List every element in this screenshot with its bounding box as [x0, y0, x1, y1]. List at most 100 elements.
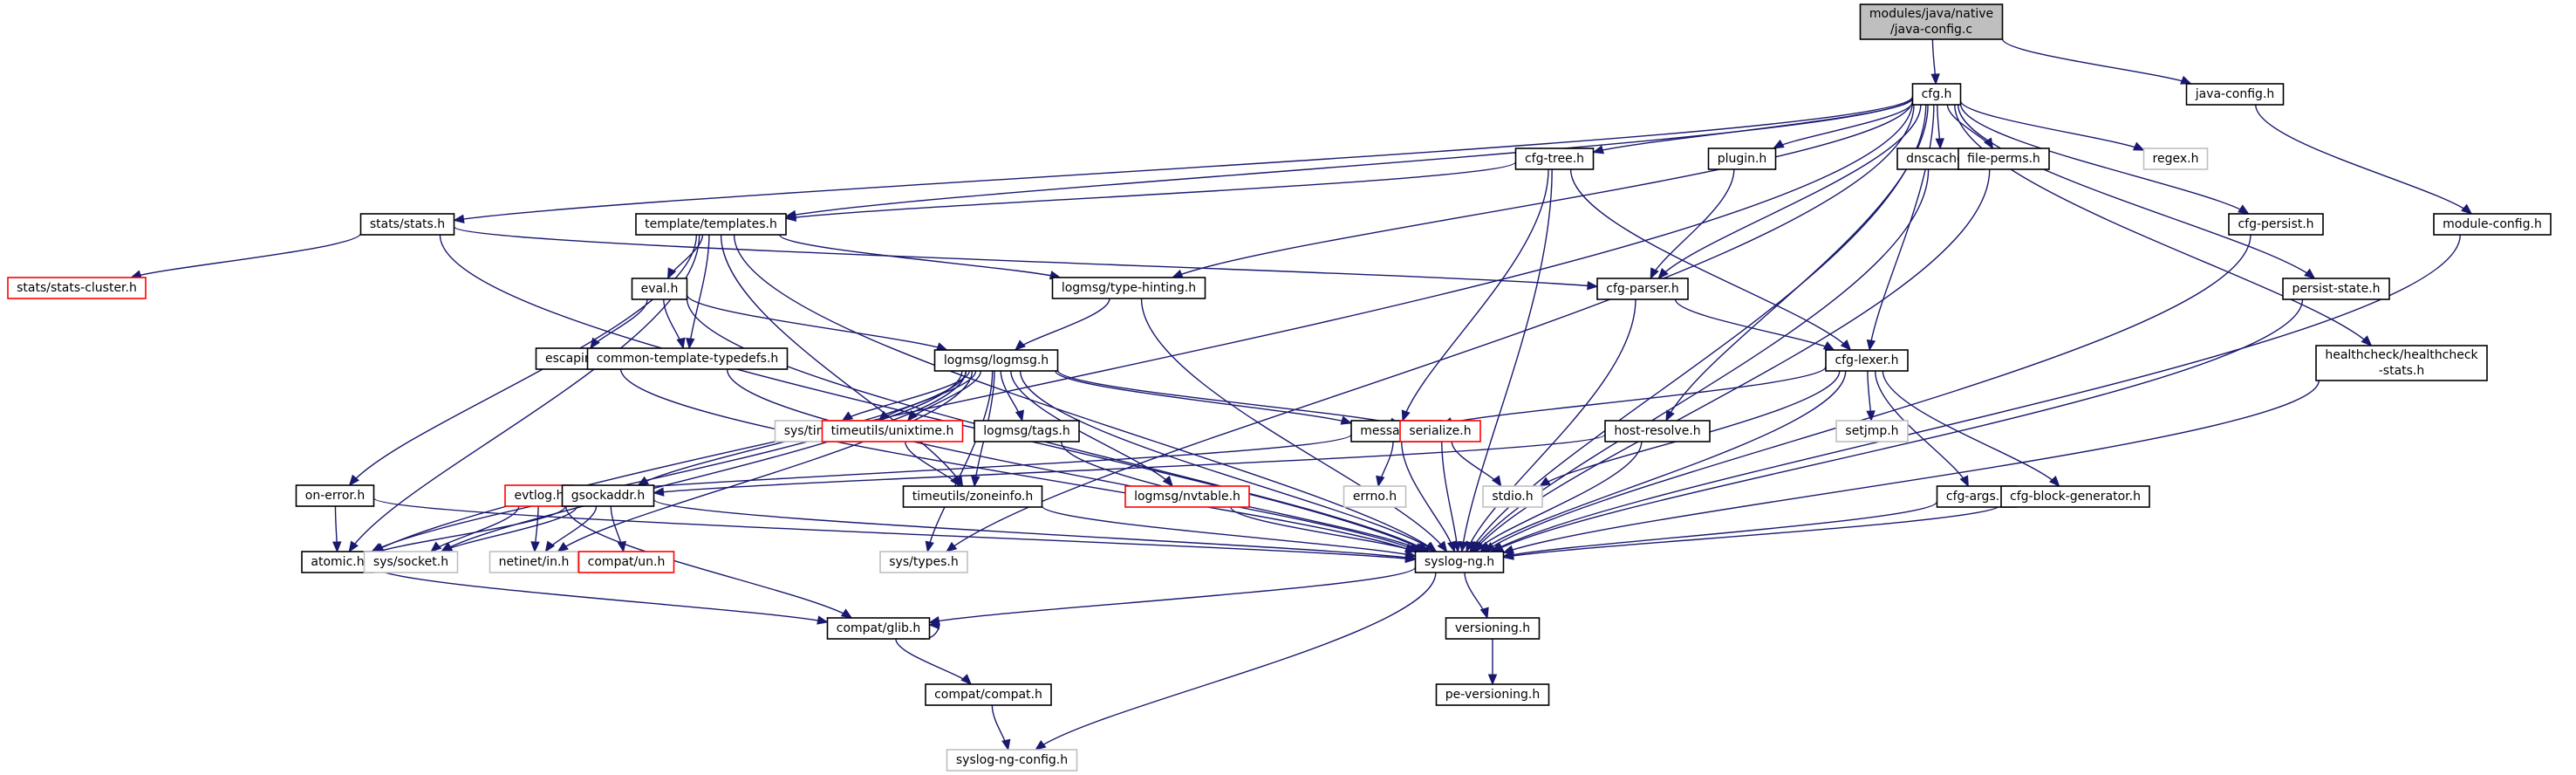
- arrowhead-icon: [1487, 674, 1498, 686]
- arrowhead-icon: [1866, 339, 1876, 352]
- node-box: [577, 551, 675, 573]
- node-glib[interactable]: compat/glib.h: [826, 617, 931, 640]
- node-label: common-template-typedefs.h: [597, 352, 779, 366]
- node-label: file-perms.h: [1967, 152, 2040, 166]
- node-box: [2282, 278, 2390, 300]
- node-box: [2000, 485, 2150, 508]
- edge-eval-to-logmsg: [686, 294, 948, 352]
- node-cfg[interactable]: cfg.h: [1911, 83, 1962, 106]
- edge-line: [1957, 104, 2315, 279]
- edge-cfg-to-atomic: [372, 101, 1914, 552]
- edge-logmsg-to-tags: [1000, 370, 1025, 422]
- node-unixtime[interactable]: timeutils/unixtime.h: [821, 420, 964, 442]
- edge-serialize-to-stdio: [1451, 441, 1502, 488]
- edge-line: [1593, 98, 1914, 154]
- edge-logmsg-to-nvtable: [1010, 370, 1174, 488]
- node-label: cfg-parser.h: [1606, 282, 1679, 296]
- edge-cfglexer-to-syslogng: [1479, 370, 1847, 552]
- node-serialize[interactable]: serialize.h: [1399, 420, 1481, 442]
- arrowhead-icon: [1650, 267, 1659, 280]
- arrowhead-icon: [841, 411, 854, 422]
- node-label: cfg-args.h: [1946, 490, 2007, 504]
- edge-line: [372, 101, 1914, 552]
- node-javacfg[interactable]: java-config.h: [2185, 83, 2285, 106]
- node-fileperms[interactable]: file-perms.h: [1958, 147, 2050, 170]
- node-versioning[interactable]: versioning.h: [1445, 617, 1541, 640]
- node-eval[interactable]: eval.h: [631, 278, 688, 300]
- node-cfglexer[interactable]: cfg-lexer.h: [1825, 349, 1909, 372]
- node-cfgblockgen[interactable]: cfg-block-generator.h: [2000, 485, 2150, 508]
- edge-line: [1056, 369, 1401, 426]
- node-box: [7, 277, 147, 299]
- node-label: compat/glib.h: [837, 621, 920, 635]
- node-logmsg[interactable]: logmsg/logmsg.h: [933, 349, 1059, 372]
- edge-line: [1882, 370, 2060, 487]
- node-box: [1514, 147, 1595, 170]
- node-box: [1707, 147, 1777, 170]
- node-ctt[interactable]: common-template-typedefs.h: [586, 347, 789, 370]
- node-compatun[interactable]: compat/un.h: [577, 551, 675, 573]
- node-box: [1604, 420, 1711, 442]
- edge-cfg-to-persiststate: [1957, 104, 2316, 279]
- edge-line: [1402, 168, 1549, 422]
- node-typehint[interactable]: logmsg/type-hinting.h: [1051, 277, 1206, 299]
- node-atomic[interactable]: atomic.h: [301, 551, 374, 573]
- edge-line: [720, 234, 964, 487]
- node-gsockaddr[interactable]: gsockaddr.h: [561, 484, 655, 507]
- edge-line: [1461, 168, 1553, 552]
- edge-templates-to-eval: [666, 234, 704, 280]
- node-cfgpersist[interactable]: cfg-persist.h: [2228, 213, 2324, 236]
- node-root[interactable]: modules/java/native/java-config.c: [1859, 3, 2004, 40]
- edge-line: [2255, 104, 2472, 215]
- edge-line: [1493, 298, 2304, 552]
- arrowhead-icon: [686, 338, 695, 350]
- node-persiststate[interactable]: persist-state.h: [2282, 278, 2390, 300]
- arrowhead-icon: [1822, 340, 1835, 351]
- edge-line: [454, 96, 1914, 222]
- node-templates[interactable]: template/templates.h: [635, 213, 787, 236]
- node-cfgtree[interactable]: cfg-tree.h: [1514, 147, 1595, 170]
- edge-line: [905, 441, 960, 487]
- edge-cfg-to-dnscache: [1935, 104, 1944, 150]
- arrowhead-icon: [1015, 409, 1025, 422]
- node-stats[interactable]: stats/stats.h: [359, 213, 455, 236]
- node-plugin[interactable]: plugin.h: [1707, 147, 1777, 170]
- node-statscluster[interactable]: stats/stats-cluster.h: [7, 277, 147, 299]
- node-label: logmsg/tags.h: [983, 424, 1069, 438]
- node-label: cfg-lexer.h: [1835, 353, 1898, 367]
- edge-cfglexer-to-setjmp: [1866, 370, 1876, 422]
- node-tags[interactable]: logmsg/tags.h: [974, 420, 1080, 442]
- arrowhead-icon: [1437, 540, 1448, 553]
- node-onerror[interactable]: on-error.h: [295, 484, 375, 507]
- node-box: [2185, 83, 2285, 106]
- edge-line: [1140, 298, 1448, 552]
- node-compat[interactable]: compat/compat.h: [925, 683, 1052, 706]
- arrowhead-icon: [817, 615, 829, 625]
- edge-line: [1230, 506, 1417, 552]
- node-label: setjmp.h: [1845, 424, 1898, 438]
- edge-serialize-to-syslogng: [1441, 441, 1462, 553]
- node-label: serialize.h: [1409, 424, 1471, 438]
- node-zoneinfo[interactable]: timeutils/zoneinfo.h: [902, 485, 1043, 508]
- edge-line: [895, 638, 972, 685]
- edge-cfg-to-systypes: [945, 104, 1915, 552]
- node-hostresolve[interactable]: host-resolve.h: [1604, 420, 1711, 442]
- node-modulecfg[interactable]: module-config.h: [2433, 213, 2552, 236]
- node-syslogng[interactable]: syslog-ng.h: [1414, 551, 1505, 573]
- node-box: [1435, 683, 1550, 706]
- arrowhead-icon: [960, 674, 973, 685]
- node-healthcheck[interactable]: healthcheck/healthcheck-stats.h: [2315, 345, 2488, 381]
- edge-line: [929, 566, 1417, 624]
- edge-line: [1479, 370, 1847, 552]
- arrowhead-icon: [2361, 335, 2373, 346]
- node-label: syslog-ng.h: [1425, 555, 1494, 569]
- arrowhead-icon: [784, 212, 797, 223]
- arrowhead-icon: [928, 620, 940, 630]
- arrowhead-icon: [2180, 75, 2192, 85]
- node-cfgparser[interactable]: cfg-parser.h: [1596, 278, 1689, 300]
- node-nvtable[interactable]: logmsg/nvtable.h: [1124, 485, 1250, 508]
- node-label: evtlog.h: [514, 489, 564, 503]
- node-box: [1414, 551, 1505, 573]
- node-peversioning[interactable]: pe-versioning.h: [1435, 683, 1550, 706]
- node-label: gsockaddr.h: [571, 489, 645, 503]
